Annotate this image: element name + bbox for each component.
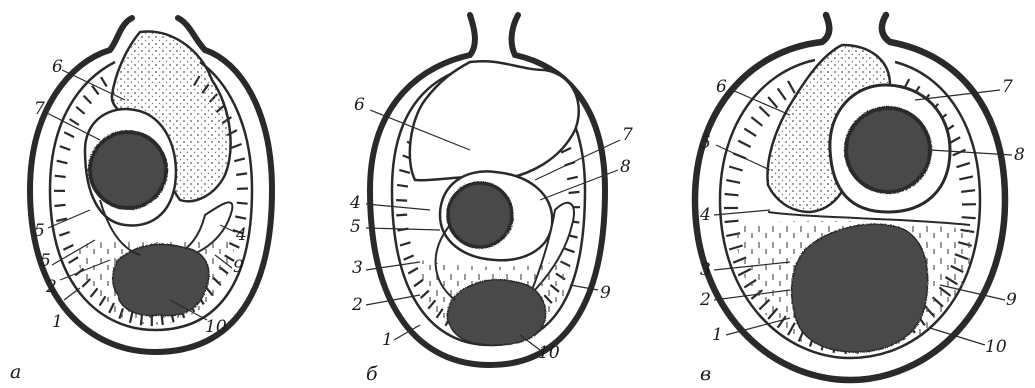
- villus: [725, 221, 739, 222]
- panel-c-label-6: 6: [716, 77, 727, 97]
- villus: [231, 144, 241, 148]
- villus: [399, 170, 410, 173]
- panel-c-label-9: 9: [1006, 290, 1017, 310]
- villus: [64, 132, 74, 137]
- villus: [400, 242, 411, 245]
- panel-b-label-6: 6: [354, 95, 365, 115]
- panel-c-chorion-mass: [792, 224, 928, 352]
- villus: [234, 158, 245, 161]
- panel-a-label-5b: 5: [40, 251, 51, 271]
- panel-b-letter: б: [366, 363, 378, 384]
- panel-c-label-3: 3: [700, 260, 711, 280]
- panel-a-label-9: 9: [233, 257, 244, 277]
- villus: [55, 176, 66, 177]
- panel-a-label-1: 1: [52, 312, 63, 332]
- villus: [70, 119, 79, 125]
- panel-c-embryo: [846, 108, 930, 192]
- villus: [759, 107, 769, 117]
- villus: [567, 177, 578, 179]
- villus: [404, 255, 414, 259]
- panel-b-label-7: 7: [622, 125, 633, 145]
- villus: [408, 268, 418, 274]
- panel-b-label-3: 3: [352, 258, 363, 278]
- panel-b-chorion-mass: [447, 280, 545, 345]
- panel-c-label-1: 1: [712, 325, 723, 345]
- villus: [957, 163, 970, 167]
- panel-c: 6 5 4 3 2 1 10 9 8 7 в: [695, 15, 1025, 384]
- panel-b-label-2: 2: [351, 295, 363, 315]
- villus: [55, 205, 66, 206]
- panel-c-label-10: 10: [985, 337, 1007, 357]
- villus: [59, 232, 69, 236]
- villus: [778, 88, 786, 100]
- villus: [396, 215, 407, 216]
- villus: [101, 77, 107, 87]
- panel-b-label-4: 4: [349, 193, 361, 213]
- villus: [729, 167, 742, 171]
- villus: [69, 257, 78, 263]
- panel-a-embryo: [90, 132, 166, 208]
- villus: [725, 194, 739, 195]
- panel-a-label-7: 7: [34, 99, 45, 119]
- villus: [397, 185, 408, 187]
- panel-c-letter: в: [700, 363, 711, 384]
- panel-a: 6 7 5 5 2 1 10 9 4 а: [10, 18, 272, 383]
- villus: [788, 81, 795, 93]
- panel-a-label-10: 10: [205, 317, 227, 337]
- panel-b-label-1: 1: [382, 330, 393, 350]
- panel-c-label-4: 4: [699, 205, 711, 225]
- panel-b-label-8: 8: [620, 157, 631, 177]
- panel-b-label-10: 10: [538, 343, 560, 363]
- panel-c-label-5: 5: [700, 133, 711, 153]
- villus: [235, 217, 246, 219]
- villus: [751, 117, 762, 126]
- panel-c-label-2: 2: [699, 290, 711, 310]
- panel-b-label-5: 5: [350, 217, 361, 237]
- panel-b-label-9: 9: [600, 283, 611, 303]
- panel-b: 6 4 5 3 2 1 10 9 8 7 б: [349, 15, 633, 384]
- villus: [744, 129, 756, 137]
- villus: [84, 96, 92, 104]
- villus: [60, 146, 70, 150]
- villus: [962, 217, 976, 218]
- villus: [959, 176, 973, 179]
- panel-a-label-2: 2: [45, 277, 57, 297]
- panel-a-letter: а: [10, 361, 21, 383]
- villus: [738, 141, 751, 147]
- panel-c-label-7: 7: [1002, 77, 1013, 97]
- panel-a-chorion-mass: [113, 244, 209, 315]
- villus: [569, 192, 580, 193]
- villus: [396, 200, 407, 201]
- villus: [63, 245, 73, 250]
- panel-b-embryo: [448, 183, 512, 247]
- panel-c-label-8: 8: [1014, 145, 1025, 165]
- villus: [961, 190, 975, 192]
- panel-a-label-4: 4: [235, 225, 247, 245]
- villus: [237, 203, 248, 204]
- villus: [57, 161, 68, 164]
- villus: [236, 173, 247, 175]
- villus: [76, 107, 84, 114]
- villus: [564, 248, 574, 252]
- villus: [726, 180, 740, 183]
- panel-a-label-5a: 5: [34, 221, 45, 241]
- panel-a-label-6: 6: [52, 57, 63, 77]
- villus: [414, 280, 423, 287]
- panel-b-yolk-sac: [410, 61, 579, 180]
